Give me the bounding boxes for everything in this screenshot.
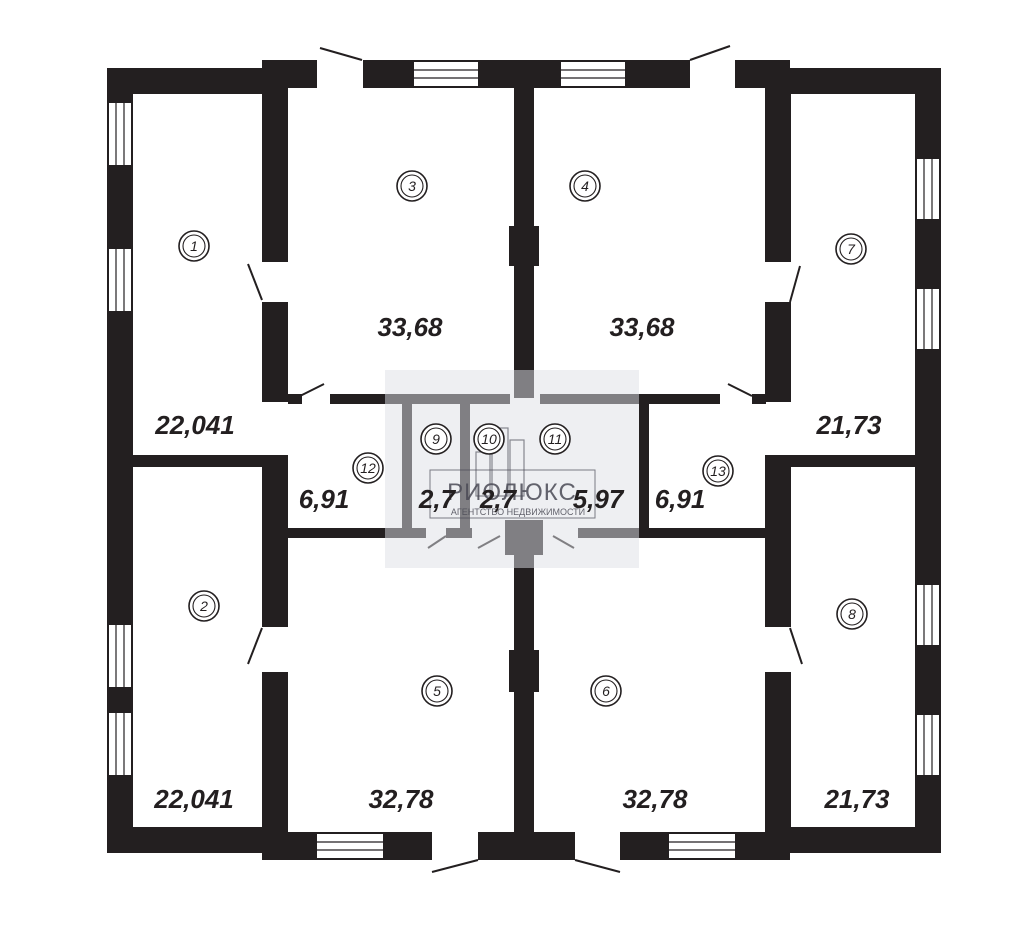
room-11: 11 5,97	[539, 423, 625, 514]
room-area: 21,73	[815, 410, 882, 440]
room-4: 4 33,68	[569, 170, 675, 342]
room-area: 2,7	[418, 484, 457, 514]
room-area: 6,91	[655, 484, 706, 514]
room-number: 5	[433, 683, 441, 699]
room-number: 8	[848, 606, 856, 622]
watermark: РИОЛЮКС АГЕНТСТВО НЕДВИЖИМОСТИ	[385, 370, 639, 568]
room-area: 32,78	[622, 784, 688, 814]
watermark-tagline: АГЕНТСТВО НЕДВИЖИМОСТИ	[451, 507, 585, 517]
room-number: 10	[481, 431, 497, 447]
room-6: 6 32,78	[590, 675, 688, 814]
room-8: 8 21,73	[823, 598, 890, 814]
room-13: 13 6,91	[655, 455, 734, 514]
room-5: 5 32,78	[368, 675, 453, 814]
room-12: 12 6,91	[299, 452, 384, 514]
room-number: 2	[199, 598, 208, 614]
room-2: 2 22,041	[153, 590, 234, 814]
room-number: 13	[710, 463, 726, 479]
room-3: 3 33,68	[377, 170, 443, 342]
room-area: 22,041	[154, 410, 235, 440]
room-1: 1 22,041	[154, 230, 235, 440]
room-number: 3	[408, 178, 416, 194]
room-9: 9 2,7	[418, 423, 457, 514]
room-number: 6	[602, 683, 610, 699]
room-number: 9	[432, 431, 440, 447]
windows	[107, 60, 941, 860]
room-area: 22,041	[153, 784, 234, 814]
room-number: 4	[581, 178, 589, 194]
room-area: 5,97	[573, 484, 625, 514]
watermark-brand: РИОЛЮКС	[447, 479, 577, 506]
room-7: 7 21,73	[815, 233, 882, 440]
room-area: 21,73	[823, 784, 890, 814]
room-area: 2,7	[479, 484, 518, 514]
room-number: 1	[190, 238, 198, 254]
room-area: 33,68	[609, 312, 675, 342]
room-labels: 1 22,041 2 22,041 3 33,68 4 33,68 5 32,7…	[153, 170, 890, 814]
room-number: 7	[847, 241, 856, 257]
room-number: 11	[548, 431, 563, 447]
room-area: 33,68	[377, 312, 443, 342]
room-area: 6,91	[299, 484, 350, 514]
room-number: 12	[360, 460, 376, 476]
room-area: 32,78	[368, 784, 434, 814]
room-10: 10 2,7	[473, 423, 518, 514]
